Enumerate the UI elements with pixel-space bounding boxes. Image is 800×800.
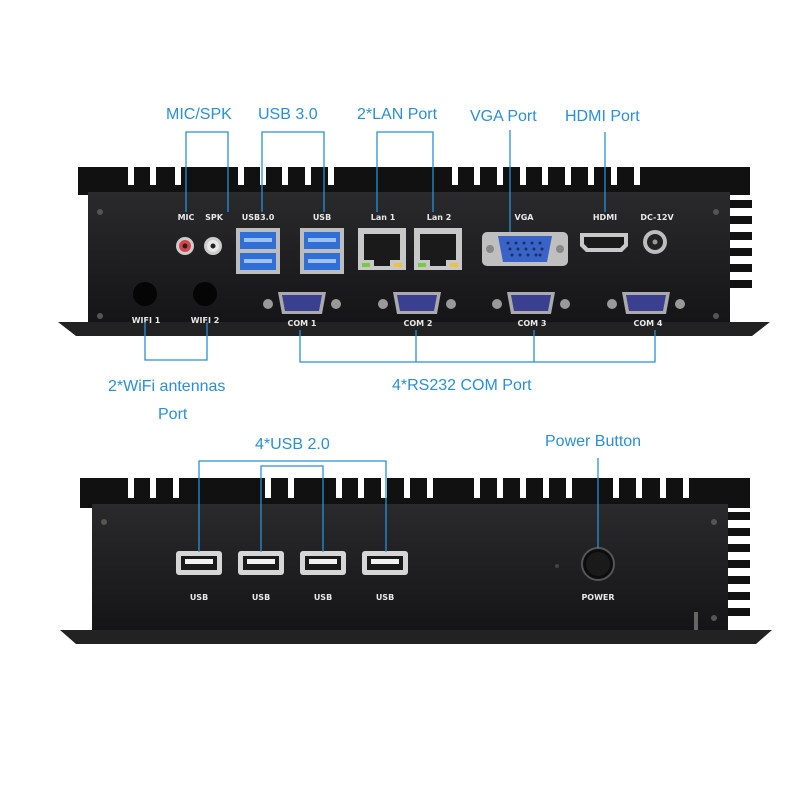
callout-wifi-line1: 2*WiFi antennas	[108, 378, 226, 395]
com-port-2	[378, 292, 456, 314]
dc-jack	[643, 230, 667, 254]
com4-label: COM 4	[634, 319, 663, 328]
bottom-chassis	[60, 478, 772, 644]
power-button[interactable]	[581, 547, 615, 581]
com-port-3	[492, 292, 570, 314]
usb20-port-4	[362, 551, 408, 575]
lan-port-2	[414, 228, 462, 270]
com-port-4	[607, 292, 685, 314]
wifi-antenna-hole-2	[193, 282, 217, 306]
dc-label: DC-12V	[640, 213, 674, 222]
com1-label: COM 1	[288, 319, 317, 328]
hdmi-port	[580, 233, 628, 252]
power-label: POWER	[581, 593, 614, 602]
top-callout-lines	[144, 130, 656, 363]
usb20-label-3: USB	[314, 593, 332, 602]
com3-label: COM 3	[518, 319, 547, 328]
wifi1-label: WIFI 1	[132, 316, 161, 325]
spk-jack	[204, 237, 222, 255]
callout-wifi-line2: Port	[158, 406, 188, 423]
callout-power: Power Button	[545, 433, 642, 450]
usb20-port-3	[300, 551, 346, 575]
lan2-label: Lan 2	[427, 213, 452, 222]
callout-usb30: USB 3.0	[258, 106, 318, 123]
usb20-port-1	[176, 551, 222, 575]
usb30-port-stack-2	[300, 228, 344, 274]
com2-label: COM 2	[404, 319, 433, 328]
usb20-label-2: USB	[252, 593, 270, 602]
callout-usb20: 4*USB 2.0	[255, 436, 330, 453]
usb20-port-2	[238, 551, 284, 575]
callout-com: 4*RS232 COM Port	[392, 377, 532, 394]
callout-lan: 2*LAN Port	[357, 106, 438, 123]
mic-jack	[176, 237, 194, 255]
callout-vga: VGA Port	[470, 108, 537, 125]
spk-label: SPK	[205, 213, 224, 222]
lan1-label: Lan 1	[371, 213, 396, 222]
hdmi-silk-label: HDMI	[593, 213, 617, 222]
callout-mic-spk: MIC/SPK	[166, 106, 232, 123]
com-port-1	[263, 292, 341, 314]
mic-label: MIC	[178, 213, 195, 222]
vga-silk-label: VGA	[515, 213, 535, 222]
bottom-callout-lines	[198, 458, 599, 552]
wifi2-label: WIFI 2	[191, 316, 220, 325]
callout-hdmi: HDMI Port	[565, 108, 640, 125]
lan-port-1	[358, 228, 406, 270]
usb20-label-4: USB	[376, 593, 394, 602]
vga-port	[482, 232, 568, 266]
usb20-label-1: USB	[190, 593, 208, 602]
wifi-antenna-hole-1	[133, 282, 157, 306]
usb30-silk-label: USB3.0	[242, 213, 275, 222]
status-led	[555, 564, 559, 568]
usb-silk-label: USB	[313, 213, 331, 222]
usb30-port-stack-1	[236, 228, 280, 274]
